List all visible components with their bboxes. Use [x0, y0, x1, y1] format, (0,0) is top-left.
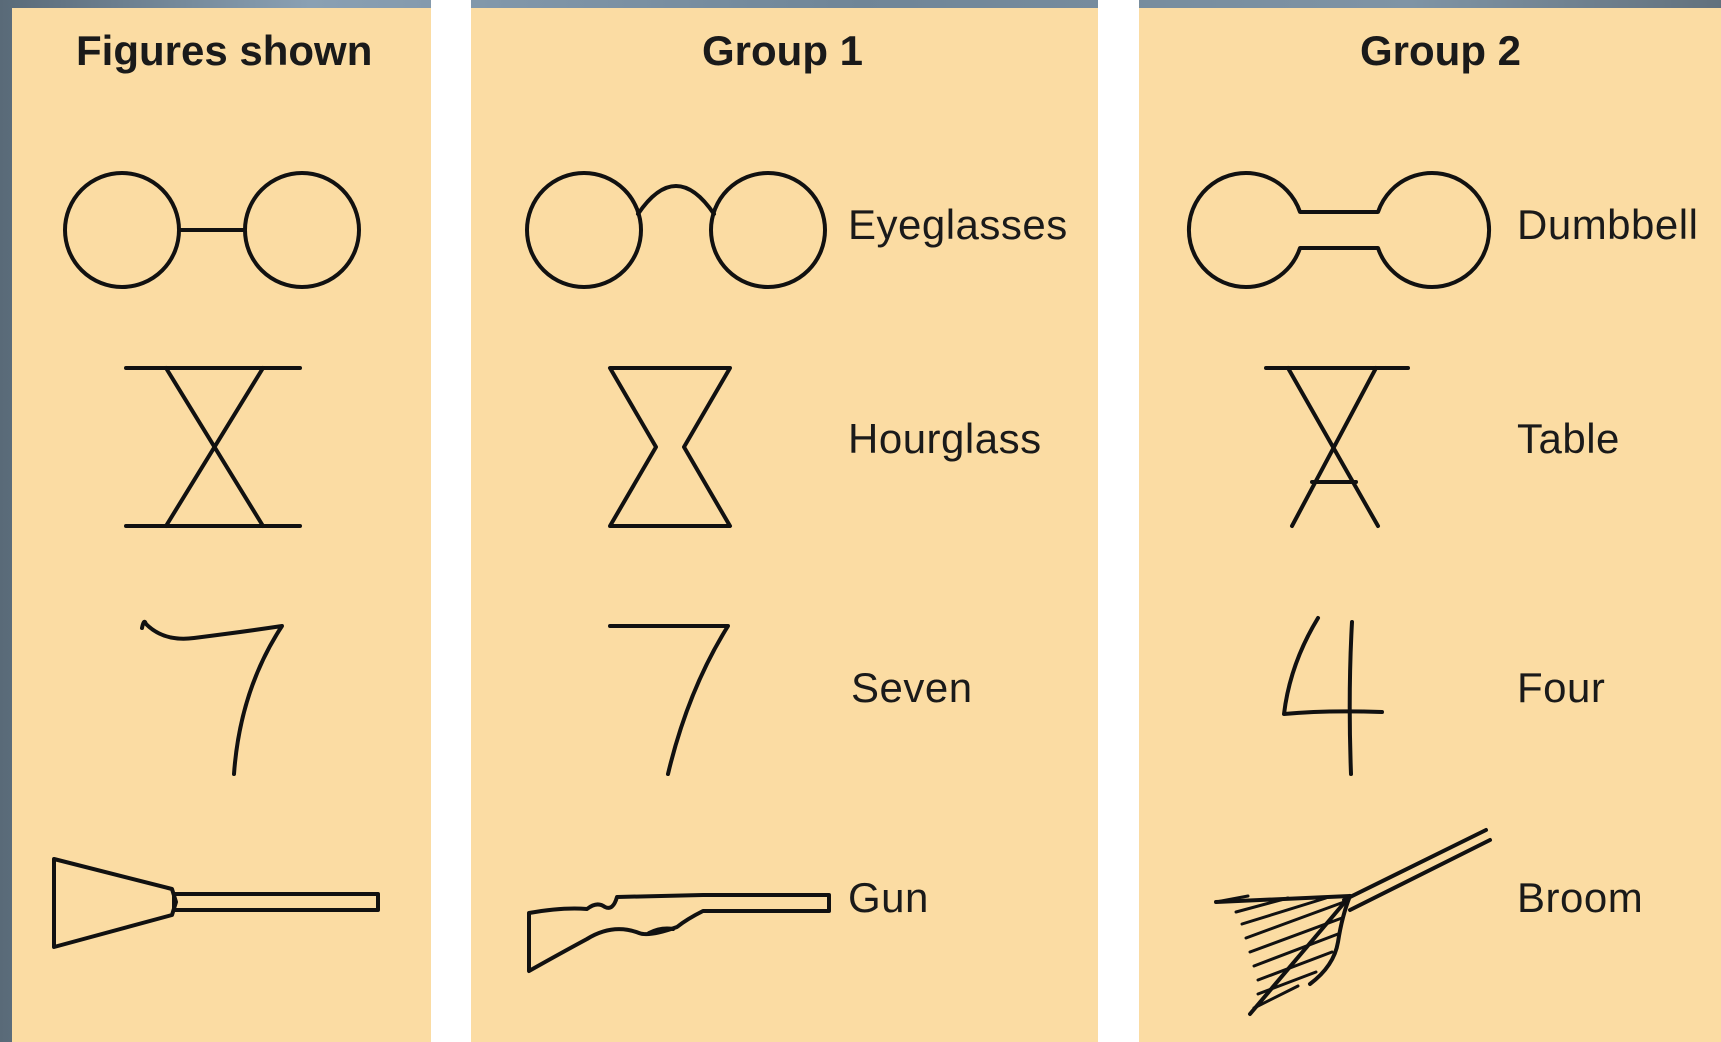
label-dumbbell: Dumbbell	[1517, 200, 1698, 250]
seven-icon	[606, 620, 732, 778]
four-icon	[1278, 614, 1388, 778]
original-hourglass-figure	[124, 364, 304, 530]
label-hourglass: Hourglass	[848, 414, 1042, 464]
label-table: Table	[1517, 414, 1620, 464]
panel-divider	[431, 0, 471, 1042]
label-four: Four	[1517, 663, 1605, 713]
eyeglasses-icon	[524, 168, 830, 293]
gun-icon	[527, 883, 833, 975]
table-icon	[1264, 364, 1414, 530]
heading-figures-shown: Figures shown	[76, 22, 372, 80]
original-funnel-figure	[52, 857, 382, 949]
original-seven-figure	[136, 612, 288, 778]
label-eyeglasses: Eyeglasses	[848, 200, 1068, 250]
hourglass-icon	[606, 364, 736, 530]
panel-divider	[1098, 0, 1139, 1042]
heading-group-2: Group 2	[1360, 22, 1521, 80]
label-seven: Seven	[851, 663, 973, 713]
broom-icon	[1214, 826, 1494, 1018]
heading-group-1: Group 1	[702, 22, 863, 80]
original-circles-figure	[62, 168, 362, 293]
label-broom: Broom	[1517, 873, 1643, 923]
label-gun: Gun	[848, 873, 929, 923]
dumbbell-icon	[1188, 168, 1493, 293]
